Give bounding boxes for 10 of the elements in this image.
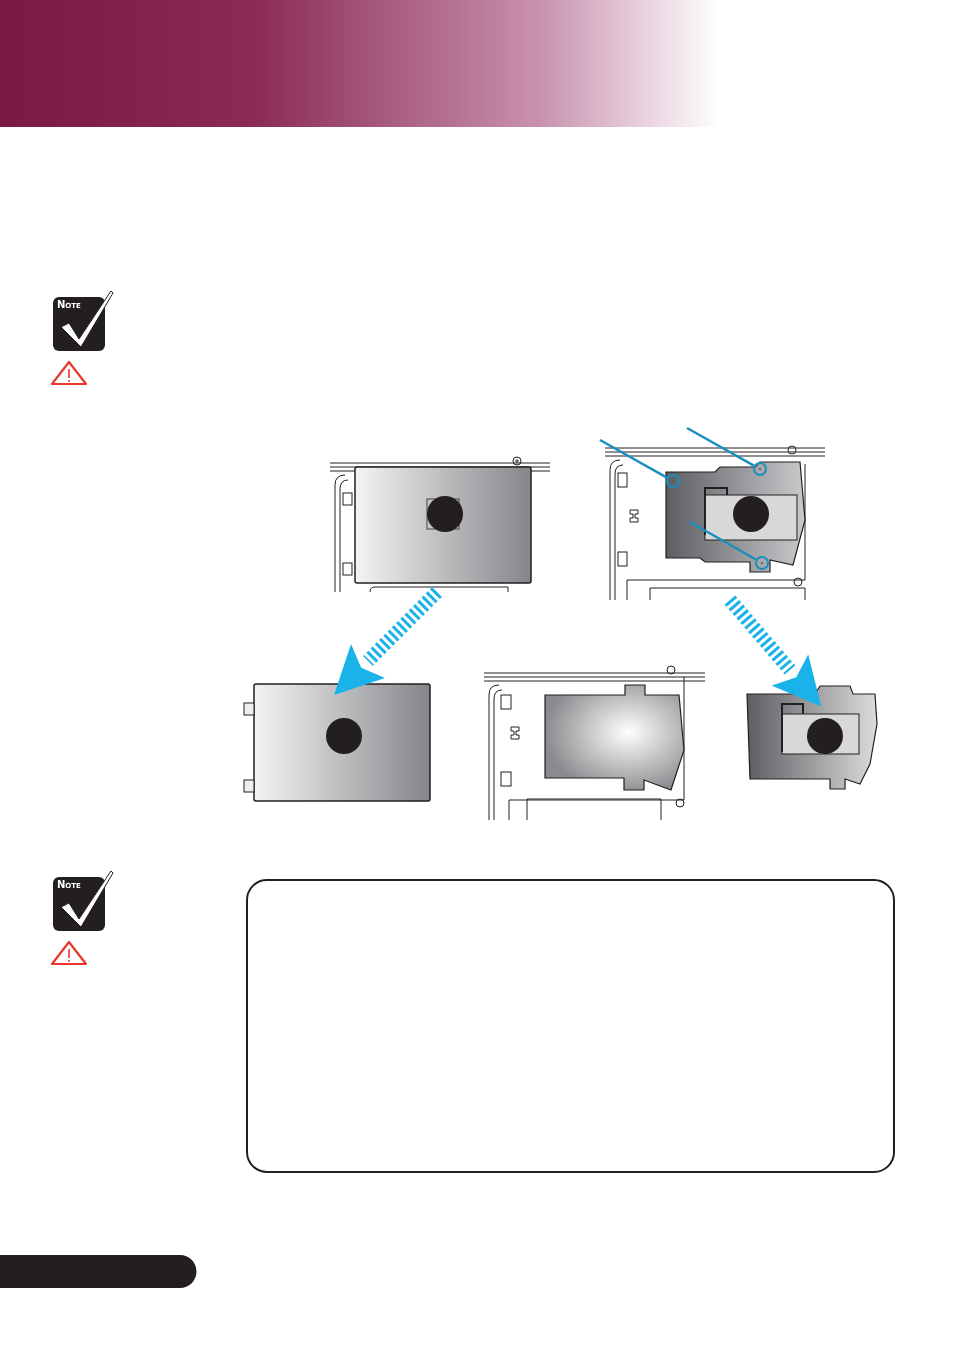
- striped-arrow: [724, 595, 822, 707]
- leader-line: [599, 438, 668, 479]
- striped-arrow: [334, 587, 442, 695]
- screw-marker: [755, 556, 769, 570]
- leader-line: [686, 426, 755, 467]
- note-label: Note: [57, 299, 81, 311]
- screw-marker: [753, 462, 767, 476]
- leader-line: [689, 520, 757, 561]
- screw-marker: [666, 474, 680, 488]
- note-label: Note: [57, 879, 81, 891]
